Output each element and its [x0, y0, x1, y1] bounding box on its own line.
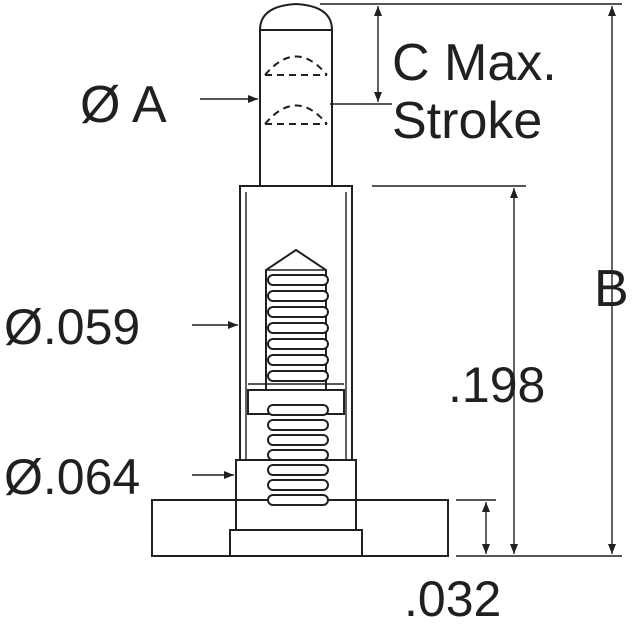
spring-coil	[267, 434, 329, 446]
dim-032-label: .032	[404, 571, 501, 627]
extension-lines	[320, 3, 622, 557]
spring-coil	[267, 274, 329, 286]
spring-coil	[267, 404, 329, 416]
spring-coil	[267, 419, 329, 431]
spring-coils	[267, 274, 329, 506]
spring-coil	[267, 464, 329, 476]
spring-coil	[267, 322, 329, 334]
c-max-label: C Max.	[392, 34, 557, 92]
dia-059-label: Ø.059	[4, 299, 140, 355]
plunger	[259, 2, 333, 186]
spring-coil	[267, 494, 329, 506]
spring	[265, 248, 327, 390]
dia-a-label: Ø A	[80, 76, 167, 134]
dim-198-label: .198	[448, 357, 545, 413]
flange	[151, 499, 449, 557]
spring-coil	[267, 290, 329, 302]
spring-coil	[267, 354, 329, 366]
spring-coil	[267, 306, 329, 318]
dia-064-label: Ø.064	[4, 449, 140, 505]
spring-coil	[267, 370, 329, 382]
stroke-label: Stroke	[392, 92, 542, 150]
spring-coil	[267, 449, 329, 461]
dimension-arrows	[192, 5, 616, 554]
spring-coil	[267, 479, 329, 491]
b-label: B	[594, 260, 629, 318]
spring-coil	[267, 338, 329, 350]
